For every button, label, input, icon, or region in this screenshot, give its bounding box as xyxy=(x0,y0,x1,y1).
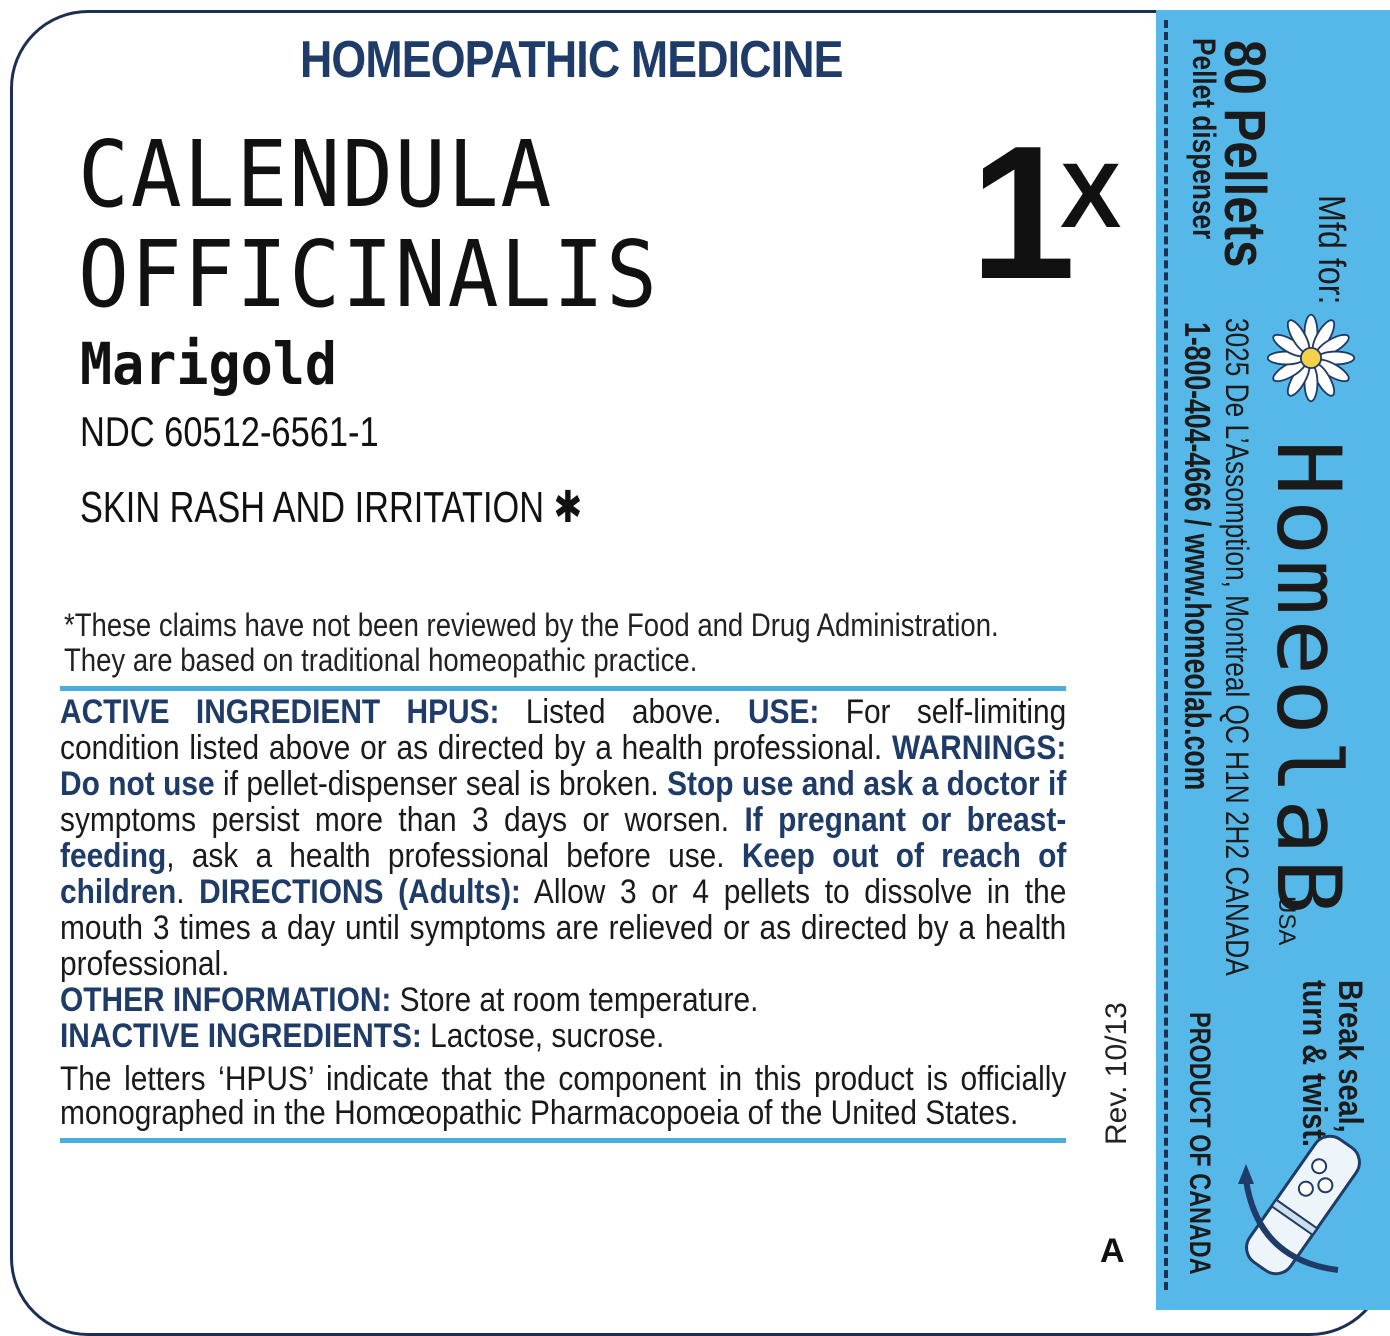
flower-logo-icon xyxy=(1266,313,1356,403)
product-of-country: PRODUCT OF CANADA xyxy=(1183,1012,1216,1275)
potency-number: 1 xyxy=(970,107,1076,319)
stop-use-label: Stop use and ask a doctor if xyxy=(667,765,1067,803)
drug-name: CALENDULA OFFICINALIS xyxy=(78,125,659,325)
use-label: USE: xyxy=(747,693,820,731)
hpus-note: The letters ‘HPUS’ indicate that the com… xyxy=(60,1060,1067,1132)
drug-name-line1: CALENDULA xyxy=(78,121,554,228)
keep-out-text: . xyxy=(176,873,200,911)
stop-use-text: symptoms persist more than 3 days or wor… xyxy=(60,801,745,839)
facts-paragraph: ACTIVE INGREDIENT HPUS: Listed above. US… xyxy=(60,694,1066,982)
contact-info: 1-800-404-4666 / www.homeolab.com xyxy=(1177,322,1218,791)
brand-suffix: USA xyxy=(1273,896,1300,946)
directions-label: DIRECTIONS (Adults): xyxy=(199,873,521,911)
drug-name-line2: OFFICINALIS xyxy=(78,221,659,328)
divider-top xyxy=(60,686,1066,691)
other-information-label: OTHER INFORMATION: xyxy=(60,981,392,1019)
active-ingredient-label: ACTIVE INGREDIENT HPUS: xyxy=(60,693,500,731)
other-information: OTHER INFORMATION: Store at room tempera… xyxy=(60,982,1066,1018)
lot-code: A xyxy=(1100,1232,1125,1270)
side-panel xyxy=(1156,10,1390,1310)
use-text: For self-limiting condition listed above… xyxy=(60,693,1067,767)
inactive-ingredients-label: INACTIVE INGREDIENTS: xyxy=(60,1017,422,1055)
active-ingredient-text: Listed above. xyxy=(499,693,748,731)
ndc-code: NDC 60512-6561-1 xyxy=(80,408,379,455)
revision-date: Rev. 10/13 xyxy=(1100,1002,1133,1145)
perforation-line xyxy=(1164,20,1168,1290)
header-title: HOMEOPATHIC MEDICINE xyxy=(300,31,843,89)
potency-suffix: X xyxy=(1060,145,1122,247)
disclaimer-line1: *These claims have not been reviewed by … xyxy=(64,607,999,643)
directions-text: Allow 3 or 4 pellets to dissolve in the … xyxy=(60,873,1067,983)
pellet-dispenser-icon xyxy=(1238,1134,1361,1276)
indication: SKIN RASH AND IRRITATION ✱ xyxy=(80,483,583,532)
divider-bottom xyxy=(60,1138,1066,1143)
mfd-for: Mfd for: xyxy=(1310,195,1352,305)
pregnant-text: , ask a health professional before use. xyxy=(166,837,742,875)
warnings-label: WARNINGS: Do not use xyxy=(60,729,1067,803)
keep-out-label: Keep out of reach of children xyxy=(60,837,1067,911)
other-information-text: Store at room temperature. xyxy=(391,981,759,1019)
warnings-text: if pellet-dispenser seal is broken. xyxy=(214,765,668,803)
common-name: Marigold xyxy=(80,330,338,398)
disclaimer-line2: They are based on traditional homeopathi… xyxy=(64,642,698,678)
pregnant-label: If pregnant or breast-feeding xyxy=(60,801,1067,875)
dispenser-type: Pellet dispenser xyxy=(1186,38,1222,240)
potency: 1 X xyxy=(970,118,1121,308)
manufacturer-address: 3025 De L’Assomption, Montreal QC H1N 2H… xyxy=(1219,318,1255,976)
drug-facts: ACTIVE INGREDIENT HPUS: Listed above. US… xyxy=(60,694,1066,1130)
inactive-ingredients: INACTIVE INGREDIENTS: Lactose, sucrose. xyxy=(60,1018,1066,1054)
inactive-ingredients-text: Lactose, sucrose. xyxy=(421,1017,665,1055)
fda-disclaimer: *These claims have not been reviewed by … xyxy=(64,608,1010,678)
brand-name: HomeolaB xyxy=(1257,440,1360,919)
